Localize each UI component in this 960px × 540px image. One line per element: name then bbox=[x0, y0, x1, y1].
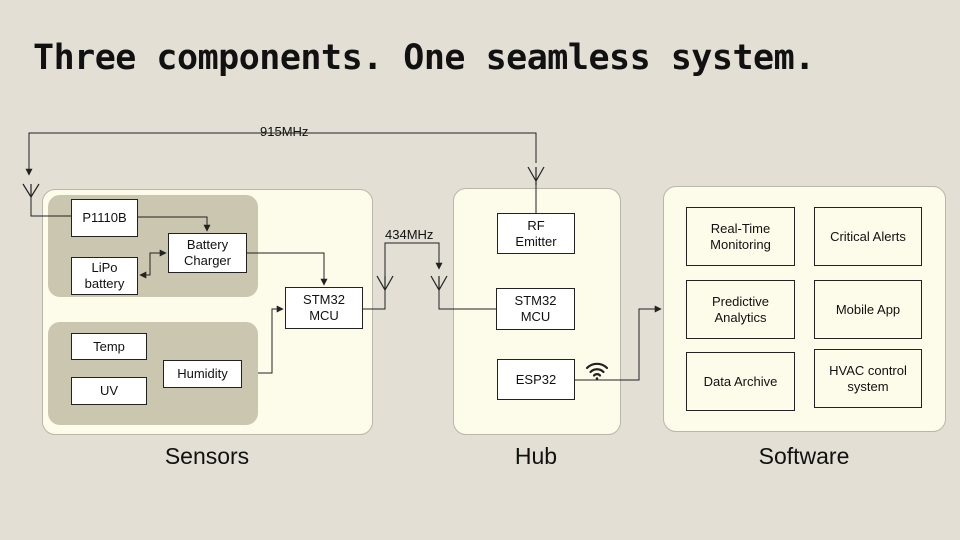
link-434mhz bbox=[384, 242, 443, 276]
data-archive-box: Data Archive bbox=[686, 352, 795, 411]
page-title: Three components. One seamless system. bbox=[33, 38, 815, 78]
critical-alerts-box: Critical Alerts bbox=[814, 207, 922, 266]
rf-emitter-box: RF Emitter bbox=[497, 213, 575, 254]
humidity-box: Humidity bbox=[163, 360, 242, 388]
section-label-software: Software bbox=[758, 443, 850, 469]
frequency-label-915: 915MHz bbox=[258, 124, 311, 139]
predictive-analytics-box: Predictive Analytics bbox=[686, 280, 795, 339]
p1110b-box: P1110B bbox=[71, 199, 138, 237]
antenna-icon bbox=[430, 275, 448, 292]
hub-mcu-box: STM32 MCU bbox=[496, 288, 575, 330]
realtime-monitoring-box: Real-Time Monitoring bbox=[686, 207, 795, 266]
link-915mhz bbox=[25, 132, 537, 176]
antenna-icon bbox=[527, 166, 545, 185]
battery-charger-box: Battery Charger bbox=[168, 233, 247, 273]
antenna-icon bbox=[22, 183, 40, 199]
temp-box: Temp bbox=[71, 333, 147, 360]
hvac-control-box: HVAC control system bbox=[814, 349, 922, 408]
section-label-sensors: Sensors bbox=[164, 443, 250, 469]
lipo-battery-box: LiPo battery bbox=[71, 257, 138, 295]
frequency-label-434: 434MHz bbox=[385, 227, 434, 242]
uv-box: UV bbox=[71, 377, 147, 405]
mobile-app-box: Mobile App bbox=[814, 280, 922, 339]
antenna-icon bbox=[376, 275, 394, 292]
esp32-box: ESP32 bbox=[497, 359, 575, 400]
sensor-mcu-box: STM32 MCU bbox=[285, 287, 363, 329]
section-label-hub: Hub bbox=[514, 443, 558, 469]
